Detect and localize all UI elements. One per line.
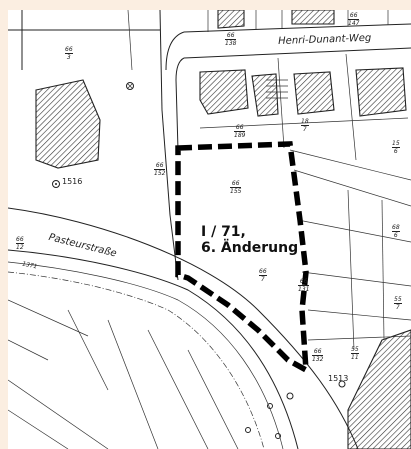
building-north-3: [293, 71, 335, 115]
building-north-1: [199, 69, 249, 115]
building-top-1: [217, 10, 245, 29]
pasteur-road: [8, 207, 359, 449]
plan-label-line2: 6. Änderung: [201, 240, 299, 256]
building-north-2: [251, 73, 279, 117]
building-southeast: [347, 329, 411, 449]
buildings: [35, 10, 411, 449]
plan-label-line1: I / 71,: [201, 224, 246, 240]
map-frame: I / 71, 6. Änderung Henri-Dunant-Weg Pas…: [8, 10, 411, 449]
survey-markers: [52, 82, 346, 439]
survey-point-1516: 1516: [62, 177, 83, 186]
survey-point-1513: 1513: [328, 374, 349, 383]
building-north-4: [355, 67, 407, 117]
building-top-2: [291, 10, 335, 25]
building-west: [35, 79, 101, 169]
plan-boundary: [175, 141, 310, 375]
plan-label: I / 71, 6. Änderung: [201, 224, 298, 256]
cadastral-map: [8, 10, 411, 449]
